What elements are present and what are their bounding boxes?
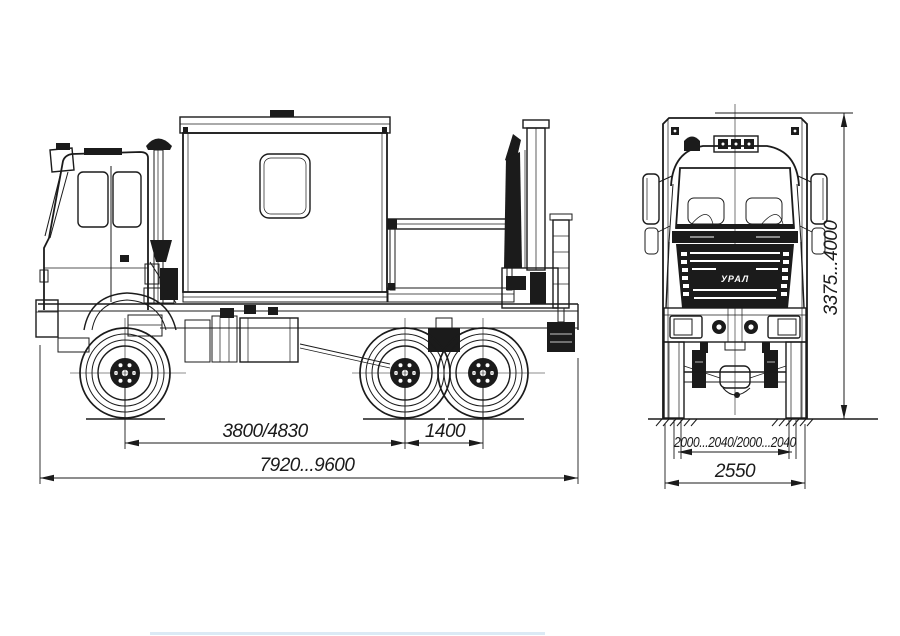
dim-arrow (469, 439, 483, 447)
headlight-right (767, 315, 801, 339)
dim-arrow (840, 405, 848, 419)
front-bumper-face (663, 307, 807, 343)
cargo-platform (387, 218, 515, 303)
front-wheel-left (663, 341, 685, 419)
dim-arrow (840, 113, 848, 127)
crane-manipulator (501, 119, 575, 352)
bogie-balancer (428, 328, 460, 352)
dim-arrow (778, 448, 792, 456)
cab-door-window (112, 171, 142, 228)
crane-top-cap (522, 119, 550, 129)
roof-hatch (270, 110, 294, 117)
dim-track: 2000...2040/2000...2040 (673, 420, 797, 459)
beacon (684, 136, 700, 151)
cowl-panel (672, 231, 798, 243)
grille: УРАЛ (676, 244, 794, 308)
dim-arrow (125, 439, 139, 447)
wiper-right (759, 214, 784, 227)
cab-roof-fairing (84, 148, 122, 155)
tool-box (184, 319, 211, 363)
dim-arrow (791, 479, 805, 487)
headlight-left (669, 315, 703, 339)
grille-side-vents (681, 252, 789, 296)
cab-step (127, 314, 163, 337)
spring-right (764, 350, 778, 388)
front-fender-arch (83, 292, 177, 331)
right-mirror (797, 173, 828, 255)
dim-length-label: 7920...9600 (260, 455, 356, 476)
dim-wheelbase: 3800/4830 (124, 380, 406, 449)
dim-overall-height: 3375...4000 (715, 112, 853, 419)
side-headlight (39, 269, 49, 283)
spring-left (692, 350, 706, 388)
dim-arrow (40, 474, 54, 482)
side-cab (35, 143, 177, 353)
dimensions: 3800/4830 1400 7920...9600 (39, 112, 853, 489)
front-wheel-right (785, 341, 807, 419)
exhaust-stack (146, 138, 172, 305)
crane-boom (504, 152, 522, 268)
side-wheels (70, 318, 545, 430)
grille-logo: УРАЛ (721, 274, 749, 284)
dim-arrow (678, 448, 692, 456)
differential (719, 365, 751, 389)
side-chassis-frame (38, 303, 579, 330)
front-box-body (662, 117, 808, 419)
crane-outrigger (547, 213, 575, 352)
dim-track-label: 2000...2040/2000...2040 (673, 434, 797, 451)
dim-bogie-label: 1400 (425, 421, 466, 442)
dim-overall-width: 2550 (664, 424, 806, 489)
front-view: УРАЛ (642, 104, 878, 427)
cab-quarter-window (77, 171, 109, 228)
cab-mirror (44, 143, 75, 239)
bottom-accent-line (150, 632, 545, 635)
dim-arrow (391, 439, 405, 447)
behind-cab-equipment (143, 240, 178, 304)
marker-lights (713, 135, 759, 153)
outrigger-foot (547, 322, 575, 352)
battery-box (211, 315, 238, 363)
dim-width-label: 2550 (714, 461, 756, 482)
ground-line-front (648, 418, 878, 427)
crane-base (501, 267, 559, 309)
dim-arrow (665, 479, 679, 487)
fuel-tank (239, 317, 299, 363)
side-view (35, 110, 579, 430)
drive-shaft (299, 343, 391, 365)
chassis-equipment (184, 305, 460, 369)
dim-arrow (405, 439, 419, 447)
front-axle-group (663, 341, 807, 419)
box-body (179, 110, 391, 303)
ground-hatch-left (655, 418, 698, 427)
dim-arrow (564, 474, 578, 482)
wiper-left (689, 214, 714, 227)
dim-height-label: 3375...4000 (821, 220, 842, 316)
dim-overall-length: 7920...9600 (39, 345, 579, 484)
front-cab (665, 135, 805, 309)
box-window (259, 153, 311, 219)
dim-bogie-spacing: 1400 (405, 382, 484, 449)
ground-hatch-right (771, 418, 814, 427)
left-mirror (642, 173, 673, 255)
dim-wheelbase-label: 3800/4830 (222, 421, 308, 442)
